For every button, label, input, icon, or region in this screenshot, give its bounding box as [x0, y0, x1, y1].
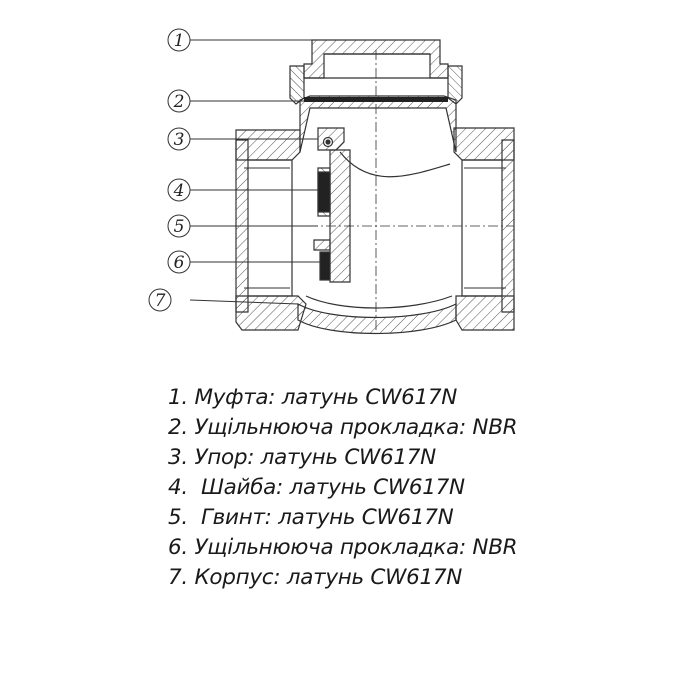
svg-text:4: 4 [173, 181, 185, 201]
center-lines [236, 50, 514, 330]
svg-text:6: 6 [174, 253, 185, 273]
legend-item-5: 5. Гвинт: латунь CW617N [168, 505, 454, 530]
legend-item-3: 3. Упор: латунь CW617N [168, 445, 436, 470]
svg-text:1: 1 [174, 31, 185, 51]
callout-4: 4 [167, 178, 191, 202]
callout-7: 7 [148, 288, 172, 312]
valve-cross-section-drawing: 1 2 3 4 5 6 7 [148, 28, 515, 335]
callout-leaders [189, 39, 330, 305]
svg-text:7: 7 [155, 291, 166, 311]
callout-1: 1 [167, 28, 191, 52]
svg-text:3: 3 [174, 130, 185, 150]
parts-legend: 1. Муфта: латунь CW617N 2. Ущільнююча пр… [168, 383, 668, 593]
legend-item-4: 4. Шайба: латунь CW617N [168, 475, 465, 500]
valve-body [235, 95, 515, 335]
check-disc-assembly [313, 127, 351, 283]
callout-6: 6 [167, 250, 191, 274]
legend-item-1: 1. Муфта: латунь CW617N [168, 385, 457, 410]
callout-2: 2 [167, 89, 191, 113]
svg-text:5: 5 [174, 217, 185, 237]
thread-lines [244, 167, 506, 289]
callout-3: 3 [167, 127, 191, 151]
legend-item-7: 7. Корпус: латунь CW617N [168, 565, 463, 590]
legend-item-2: 2. Ущільнююча прокладка: NBR [168, 415, 518, 440]
callout-5: 5 [167, 214, 191, 238]
legend-item-6: 6. Ущільнююча прокладка: NBR [168, 535, 518, 560]
svg-text:2: 2 [173, 92, 185, 112]
